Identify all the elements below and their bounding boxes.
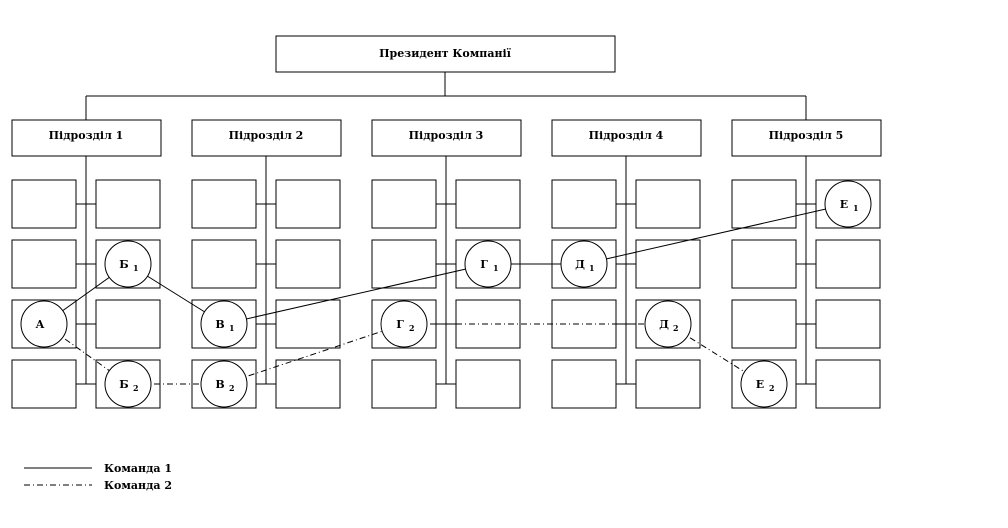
legend: Команда 1 Команда 2: [24, 462, 172, 492]
employee-cell: [95, 299, 161, 349]
employee-cell: [731, 299, 797, 349]
node-subscript: 1: [229, 323, 235, 333]
node-label: В: [215, 318, 224, 331]
employee-cell: [371, 359, 437, 409]
division-label: Підрозділ 1: [49, 129, 124, 142]
division-1: Підрозділ 1: [11, 119, 162, 157]
employee-cell: [95, 179, 161, 229]
employee-cell: [191, 239, 257, 289]
node-circle: [104, 240, 152, 288]
employee-cell: [731, 239, 797, 289]
division-label: Підрозділ 2: [229, 129, 304, 142]
employee-cell: [191, 179, 257, 229]
node-label: Е: [756, 378, 764, 391]
division-4: Підрозділ 4: [551, 119, 702, 157]
node-circle: [20, 300, 68, 348]
node-label: Д: [575, 258, 585, 271]
node-subscript: 2: [409, 323, 415, 333]
node-subscript: 1: [853, 203, 859, 213]
node-subscript: 2: [133, 383, 139, 393]
node-label: Г: [480, 258, 488, 271]
employee-cell: [815, 239, 881, 289]
employee-cell: [635, 359, 701, 409]
node-subscript: 1: [133, 263, 139, 273]
node-subscript: 2: [229, 383, 235, 393]
division-5: Підрозділ 5: [731, 119, 882, 157]
division-trunks: [85, 156, 807, 384]
team-1-route-segment: [583, 203, 849, 265]
employee-cell: [11, 179, 77, 229]
employee-cell: [275, 359, 341, 409]
division-label: Підрозділ 5: [769, 129, 844, 142]
employee-cell: [551, 179, 617, 229]
node-subscript: 2: [769, 383, 775, 393]
president-label: Президент Компанії: [379, 47, 512, 60]
division-label: Підрозділ 3: [409, 129, 484, 142]
employee-cell: [275, 299, 341, 349]
node-label: Б: [119, 258, 128, 271]
node-circle: [740, 360, 788, 408]
employee-cell: [815, 299, 881, 349]
employee-cell: [455, 179, 521, 229]
node-circle: [104, 360, 152, 408]
node-label: Б: [119, 378, 128, 391]
team-2-route-segment: [223, 323, 405, 385]
node-label: Д: [659, 318, 669, 331]
employee-cell: [551, 359, 617, 409]
employee-cell: [11, 359, 77, 409]
node-circle: [200, 300, 248, 348]
node-circle: [644, 300, 692, 348]
node-label: Е: [840, 198, 848, 211]
employee-cell: [635, 239, 701, 289]
employee-cell: [551, 299, 617, 349]
node-label: Г: [396, 318, 404, 331]
node-subscript: 2: [673, 323, 679, 333]
employee-cell: [455, 359, 521, 409]
node-circle: [824, 180, 872, 228]
employee-cell: [731, 179, 797, 229]
hierarchy-connectors: [85, 72, 807, 120]
employee-cell: [635, 179, 701, 229]
legend-label-team-2: Команда 2: [104, 479, 172, 492]
employee-cell: [371, 179, 437, 229]
node-circle: [200, 360, 248, 408]
president-box: [275, 35, 616, 73]
node-a: А: [20, 300, 68, 348]
node-label: В: [215, 378, 224, 391]
node-circle: [560, 240, 608, 288]
division-3: Підрозділ 3: [371, 119, 522, 157]
employee-cell: [371, 239, 437, 289]
legend-label-team-1: Команда 1: [104, 462, 172, 475]
division-label: Підрозділ 4: [589, 129, 664, 142]
employee-cell: [815, 359, 881, 409]
node-label: А: [36, 318, 45, 331]
node-subscript: 1: [493, 263, 499, 273]
node-subscript: 1: [589, 263, 595, 273]
employee-cell: [275, 239, 341, 289]
employee-cell: [11, 239, 77, 289]
employee-cell: [275, 179, 341, 229]
division-2: Підрозділ 2: [191, 119, 342, 157]
node-circle: [380, 300, 428, 348]
team-1-route-segment: [223, 263, 489, 325]
node-circle: [464, 240, 512, 288]
